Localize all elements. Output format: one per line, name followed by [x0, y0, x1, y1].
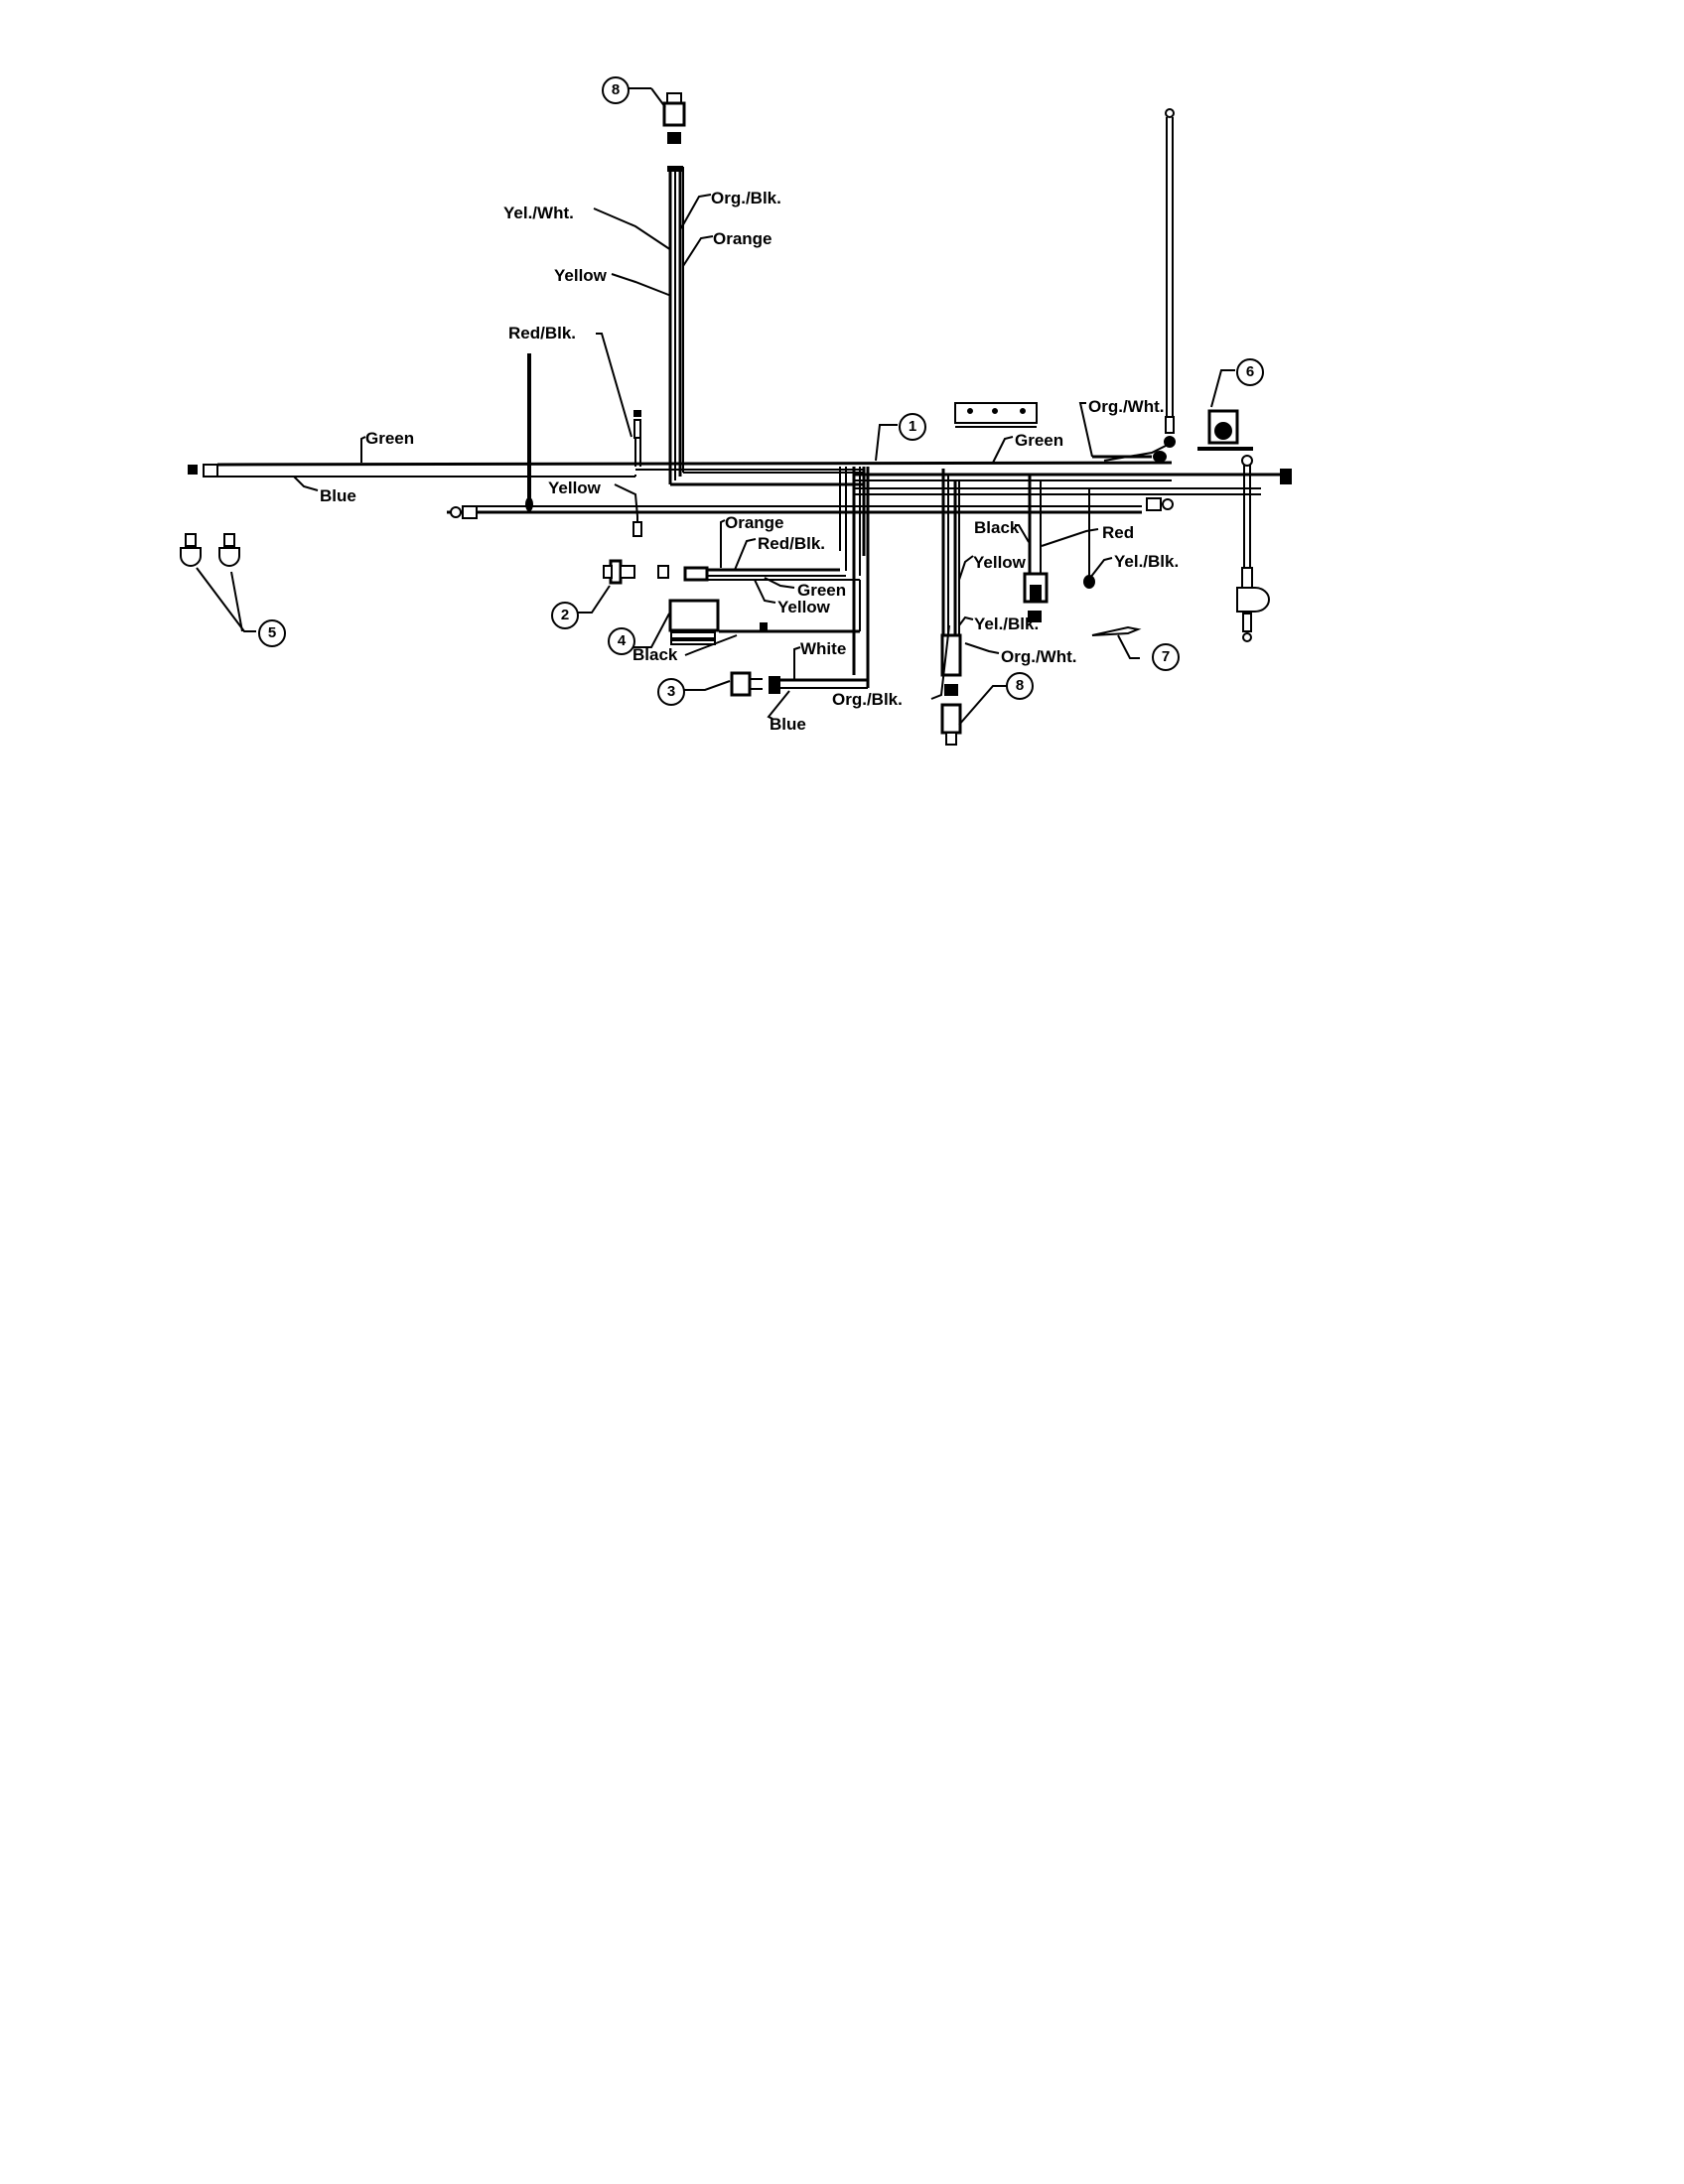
wire-label: Green — [797, 581, 847, 600]
callout-8-top: 8 — [602, 76, 630, 104]
switch-3-icon — [730, 671, 780, 697]
wire-label: Black — [632, 645, 678, 664]
switch-2-icon — [603, 559, 669, 585]
main-harness — [188, 461, 1292, 514]
wire-label: Yellow — [973, 553, 1026, 572]
bulbs-5-icon — [180, 533, 240, 567]
wire-label: Org./Blk. — [832, 690, 903, 709]
callout-1: 1 — [899, 413, 926, 441]
wire-label: Blue — [320, 486, 356, 505]
vertical-harness-top — [667, 166, 684, 484]
right-vertical-bundle — [839, 467, 866, 675]
module-4-icon — [668, 599, 720, 645]
wire-label: Black — [974, 518, 1020, 537]
top-connector-icon — [662, 92, 686, 144]
wire-label: Org./Wht. — [1001, 647, 1077, 666]
wire-label: Yellow — [548, 478, 601, 497]
wire-label: Orange — [713, 229, 772, 248]
callout-5: 5 — [258, 619, 286, 647]
callout-2: 2 — [551, 602, 579, 629]
wire-label: White — [800, 639, 847, 658]
wire-label: Red/Blk. — [508, 324, 577, 342]
wire-label: Green — [1015, 431, 1064, 450]
wire-label: Org./Blk. — [711, 189, 781, 207]
wire-label: Green — [365, 429, 415, 448]
wire-label: Blue — [770, 715, 806, 734]
wire-label: Yel./Wht. — [503, 204, 574, 222]
wire-label: Yel./Blk. — [974, 614, 1040, 633]
wire-label: Yellow — [777, 598, 830, 616]
wire-label: Yellow — [554, 266, 607, 285]
wire-label: Red — [1102, 523, 1135, 542]
component-6-icon — [1197, 409, 1253, 451]
wire-label: Yel./Blk. — [1114, 552, 1180, 571]
wire-label: Orange — [725, 513, 784, 532]
wire-label: Org./Wht. — [1088, 397, 1165, 416]
callout-8-bottom: 8 — [1006, 672, 1034, 700]
wire-label: Red/Blk. — [758, 534, 826, 553]
callout-6: 6 — [1236, 358, 1264, 386]
callout-3: 3 — [657, 678, 685, 706]
callout-7: 7 — [1152, 643, 1180, 671]
callout-4: 4 — [608, 627, 635, 655]
lower-vertical-harness — [940, 469, 962, 746]
